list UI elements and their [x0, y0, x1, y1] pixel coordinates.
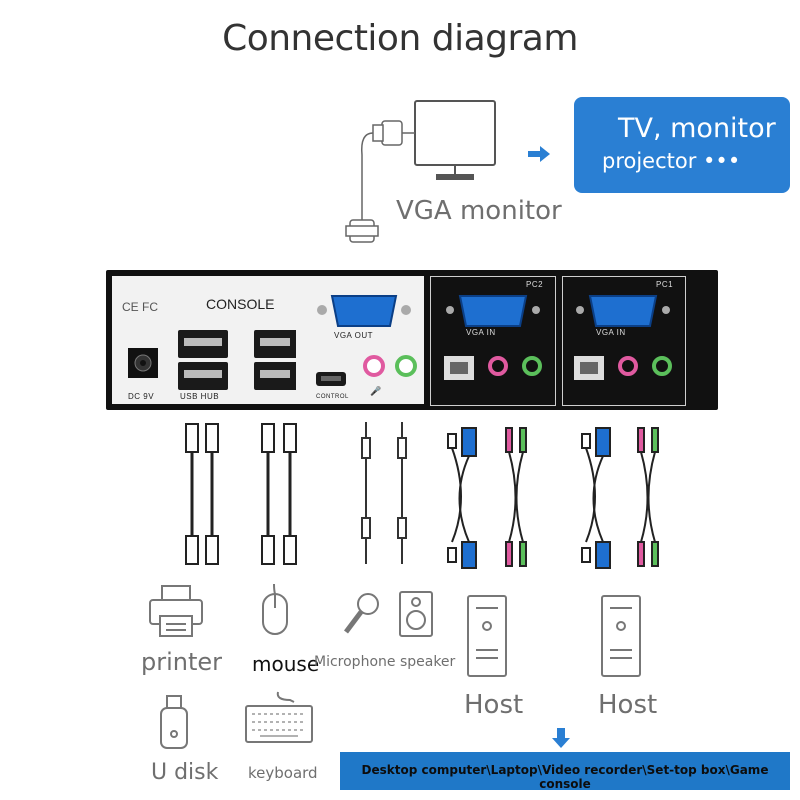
vga-out-label: VGA OUT: [334, 331, 374, 340]
printer-label: printer: [141, 648, 223, 676]
keyboard-icon: [245, 691, 313, 743]
console-audio-jacks: 🎤: [363, 355, 417, 396]
microphone-icon: [344, 593, 379, 634]
host2-label: Host: [598, 690, 658, 720]
usb-hub-ports: [178, 330, 296, 390]
usb-cable-icon: [261, 423, 297, 565]
keyboard-label: keyboard: [248, 764, 318, 782]
vga-usb-audio-cable-icon: [447, 427, 527, 569]
mouse-icon: [262, 583, 288, 635]
control-port-icon: [316, 372, 346, 386]
mic-speaker-label: Microphone speaker: [314, 654, 456, 670]
display-targets-box: TV, monitor projector •••: [574, 97, 790, 193]
host-types-text: Desktop computer\Laptop\Video recorder\S…: [361, 763, 769, 791]
usb-cable-icon: [185, 423, 219, 565]
audio-cable-icon: [361, 422, 407, 564]
pc1-ports: [574, 295, 672, 380]
host-tower-icon: [467, 595, 507, 677]
speaker-icon: [399, 591, 433, 637]
dc-jack-icon: [128, 348, 158, 378]
arrow-right-icon: [528, 146, 550, 162]
page-title: Connection diagram: [222, 18, 578, 59]
mouse-label: mouse: [252, 652, 320, 676]
host-types-banner: Desktop computer\Laptop\Video recorder\S…: [340, 752, 790, 791]
udisk-label: U disk: [151, 760, 219, 785]
usb-hub-label: USB HUB: [180, 392, 220, 401]
control-label: CONTROL: [316, 394, 349, 400]
vga-usb-audio-cable-icon: [581, 427, 659, 569]
console-label: CONSOLE: [206, 296, 275, 312]
cables-illustration: [185, 422, 659, 569]
pc1-label: PC1: [656, 280, 674, 289]
microphone-speaker-icon: [344, 591, 433, 637]
pc1-vga-in-label: VGA IN: [596, 328, 626, 337]
arrow-down-icon: [552, 728, 570, 748]
host1-label: Host: [464, 690, 524, 720]
vga-cable-icon: [345, 120, 415, 243]
pc2-label: PC2: [526, 280, 544, 289]
usb-disk-icon: [160, 695, 188, 749]
dc-label: DC 9V: [128, 392, 155, 401]
pc2-ports: [444, 295, 542, 380]
vga-monitor-label: VGA monitor: [396, 196, 562, 226]
ce-fc-mark: CE FC: [122, 300, 158, 314]
svg-text:🎤: 🎤: [370, 385, 381, 396]
monitor-icon: [414, 100, 496, 180]
target-line1: TV, monitor: [618, 113, 776, 144]
host-tower-icon: [601, 595, 641, 677]
target-line2: projector •••: [602, 149, 741, 173]
pc2-vga-in-label: VGA IN: [466, 328, 496, 337]
vga-out-port: [317, 295, 411, 327]
printer-icon: [149, 585, 203, 637]
vga-monitor-illustration: [345, 100, 496, 243]
